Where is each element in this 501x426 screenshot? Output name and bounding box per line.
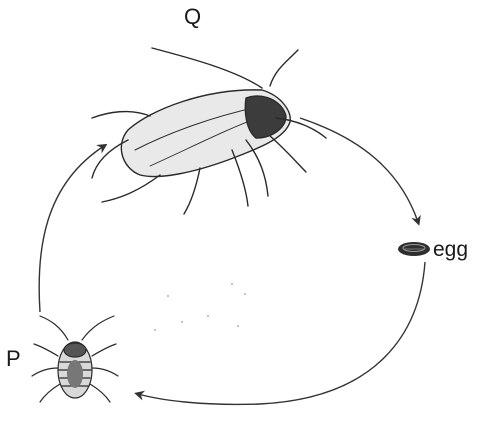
egg-case-illustration: [398, 242, 430, 256]
nymph-label: P: [6, 348, 21, 370]
adult-label: Q: [184, 6, 201, 28]
arrow-egg-to-nymph: [138, 262, 425, 404]
adult-cockroach-illustration: [92, 48, 326, 214]
arrow-adult-to-egg: [300, 118, 418, 222]
background-speckles: [154, 283, 246, 331]
egg-label: egg: [433, 239, 468, 260]
nymph-illustration: [32, 316, 118, 402]
